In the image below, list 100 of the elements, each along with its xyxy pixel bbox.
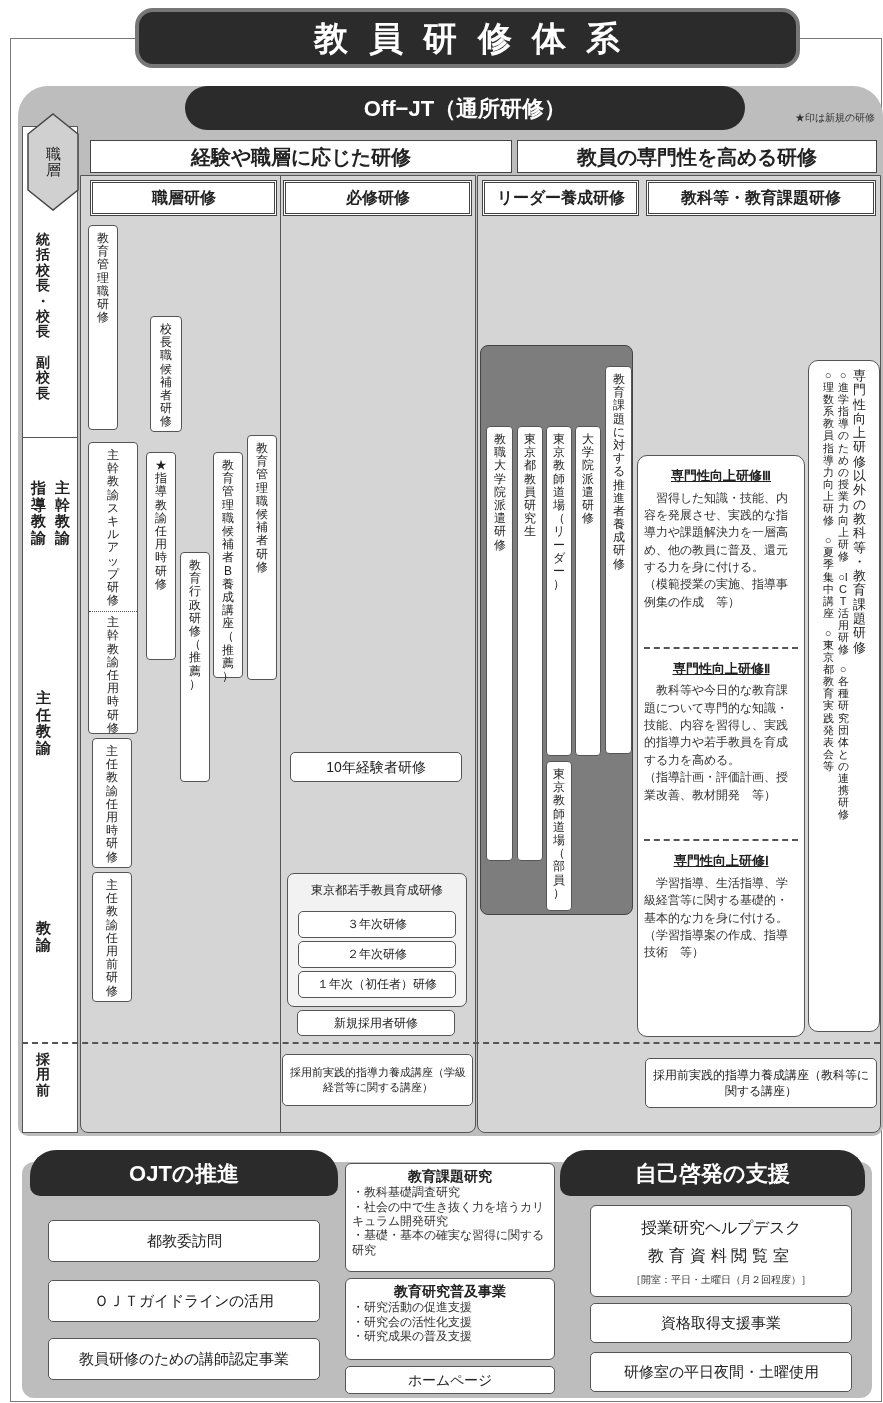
vertical-label: 教育行政研修（推薦） bbox=[189, 559, 201, 691]
column-header bbox=[90, 180, 277, 216]
vertical-label: 東京教師道場（部員） bbox=[553, 768, 565, 900]
vertical-label: ○進学指導のための授業力向上研修 bbox=[837, 369, 849, 563]
vertical-label: ○夏季集中講座 bbox=[822, 534, 834, 619]
training-box bbox=[48, 1338, 320, 1380]
training-box bbox=[645, 1058, 877, 1108]
box-label: 採用前実践的指導力養成講座（学級経営等に関する講座） bbox=[289, 1065, 466, 1095]
box-label: 研修室の平日夜間・土曜使用 bbox=[623, 1361, 819, 1382]
training-box bbox=[590, 1352, 852, 1392]
panel-background bbox=[18, 86, 883, 1136]
list-item: ・教科基礎調査研究 bbox=[352, 1185, 461, 1200]
vertical-label: 教職大学院派遣研修 bbox=[493, 433, 506, 552]
vertical-label: ○理数系教員指導力向上研修 bbox=[822, 369, 834, 527]
box-label: 授業研究ヘルプデスク bbox=[641, 1217, 801, 1238]
role-label: 教諭 bbox=[35, 920, 51, 953]
description-text: 学習指導、生活指導、学級経営等に関する基礎的・基本的な力を身に付ける。 bbox=[644, 874, 789, 927]
list-item: ・研究成果の普及支援 bbox=[352, 1328, 473, 1344]
list-item: ・社会の中で生き抜く力を培うカリキュラム開発研究 bbox=[352, 1199, 545, 1229]
header-text: 教科等・教育課題研修 bbox=[681, 188, 841, 208]
training-box bbox=[298, 941, 456, 968]
box-label: ［開室：平日・土曜日（月２回程度）］ bbox=[631, 1272, 811, 1287]
training-box bbox=[88, 442, 138, 734]
shaded-group-box bbox=[480, 345, 633, 915]
training-box bbox=[808, 360, 880, 1032]
group-title: 東京都若手教員育成研修 bbox=[310, 882, 444, 899]
column-header bbox=[283, 180, 472, 216]
box-label: ２年次研修 bbox=[347, 946, 407, 963]
box-label: ホームページ bbox=[408, 1370, 492, 1390]
section-banner: Off−JT（通所研修） bbox=[185, 86, 745, 130]
box-label: ３年次研修 bbox=[347, 916, 407, 933]
list-item: ・基礎・基本の確実な習得に関する研究 bbox=[352, 1228, 545, 1258]
training-box bbox=[637, 455, 805, 1037]
vertical-label: 教育管理職候補者B養成講座（推薦） bbox=[222, 459, 234, 684]
vertical-label: 主幹教諭任用時研修 bbox=[107, 616, 119, 735]
section-banner bbox=[560, 1150, 865, 1196]
list-item: ・研究活動の促進支援 bbox=[352, 1300, 473, 1315]
vertical-label: 東京教師道場（リーダー） bbox=[553, 433, 565, 592]
vertical-label: ○各種研究団体との連携研修 bbox=[837, 663, 849, 821]
description-text: （指導計画・評価計画、授業改善、教材開発 等） bbox=[644, 769, 789, 804]
header-text: リーダー養成研修 bbox=[496, 188, 625, 208]
vertical-label: 主任教諭任用時研修 bbox=[106, 745, 118, 864]
banner-text: OJTの推進 bbox=[129, 1159, 239, 1188]
info-box bbox=[590, 1205, 852, 1297]
training-box bbox=[517, 426, 543, 861]
training-box bbox=[146, 452, 176, 660]
vertical-label: 教育管理職研修 bbox=[97, 232, 109, 325]
training-box bbox=[546, 761, 572, 911]
training-box bbox=[298, 911, 456, 938]
box-label: 都教委訪問 bbox=[146, 1230, 222, 1251]
role-label: 主幹教諭 bbox=[54, 480, 70, 546]
section-heading: 専門性向上研修Ⅲ bbox=[671, 467, 771, 485]
training-box bbox=[247, 435, 277, 680]
group-box bbox=[287, 873, 467, 1007]
vertical-label: ○東京都教育実践発表会等 bbox=[822, 626, 834, 772]
training-box bbox=[282, 1054, 473, 1106]
training-box bbox=[575, 426, 601, 756]
header-text: 必修研修 bbox=[345, 188, 410, 208]
training-box bbox=[48, 1280, 320, 1322]
section-heading: 専門性向上研修Ⅱ bbox=[672, 659, 770, 678]
title-banner bbox=[135, 8, 800, 68]
info-box bbox=[345, 1163, 555, 1272]
box-label: 採用前実践的指導力養成講座（教科等に関する講座） bbox=[652, 1066, 870, 1100]
role-label: 主任教諭 bbox=[35, 690, 51, 756]
description-text: （模範授業の実施、指導事例集の作成 等） bbox=[644, 576, 789, 611]
training-box bbox=[297, 1010, 455, 1036]
header-text: 教員の専門性を高める研修 bbox=[577, 144, 817, 170]
training-box bbox=[150, 316, 182, 432]
training-box bbox=[92, 872, 132, 1002]
description-text: 教科等や今日的な教育課題について専門的な知識・技能、内容を習得し、実践的指導力や若手教員を育成する力を高める。 bbox=[644, 682, 789, 769]
category-header bbox=[90, 140, 512, 173]
title-text: 教員研修体系 bbox=[312, 17, 641, 59]
box-label: ＯＪＴガイドラインの活用 bbox=[94, 1290, 274, 1311]
training-box bbox=[605, 366, 632, 754]
vertical-label: 教育管理職候補者研修 bbox=[256, 442, 268, 574]
vertical-label: 主任教諭任用前研修 bbox=[106, 879, 118, 998]
vertical-label: 東京都教員研究生 bbox=[524, 433, 536, 539]
section-heading: 専門性向上研修Ⅰ bbox=[673, 852, 769, 871]
vertical-label: 専門性向上研修以外の教科等・教育課題研修 bbox=[852, 369, 866, 657]
box-label: 10年経験者研修 bbox=[326, 757, 426, 777]
training-box bbox=[290, 752, 462, 782]
banner-text: 自己啓発の支援 bbox=[635, 1159, 790, 1188]
note-text: ★印は新規の研修 bbox=[795, 111, 875, 125]
training-box bbox=[88, 225, 118, 430]
role-label: 副校長 bbox=[36, 355, 50, 402]
header-text: 職層研修 bbox=[151, 188, 216, 208]
info-box bbox=[345, 1278, 555, 1360]
vertical-label: 主幹教諭スキルアップ研修 bbox=[107, 449, 119, 608]
section-banner bbox=[30, 1150, 338, 1196]
vertical-label: 職層 bbox=[45, 145, 61, 179]
box-label: 資格取得支援事業 bbox=[661, 1312, 781, 1333]
description-text: （学習指導案の作成、指導技術 等） bbox=[644, 927, 789, 962]
training-box bbox=[48, 1220, 320, 1262]
training-box bbox=[486, 426, 513, 861]
box-label: １年次（初任者）研修 bbox=[317, 976, 437, 993]
training-box bbox=[590, 1303, 852, 1343]
column-header bbox=[482, 180, 639, 216]
header-text: 経験や職層に応じた研修 bbox=[191, 144, 411, 170]
training-box bbox=[180, 552, 210, 782]
box-label: 教員研修のための講師認定事業 bbox=[79, 1348, 289, 1369]
